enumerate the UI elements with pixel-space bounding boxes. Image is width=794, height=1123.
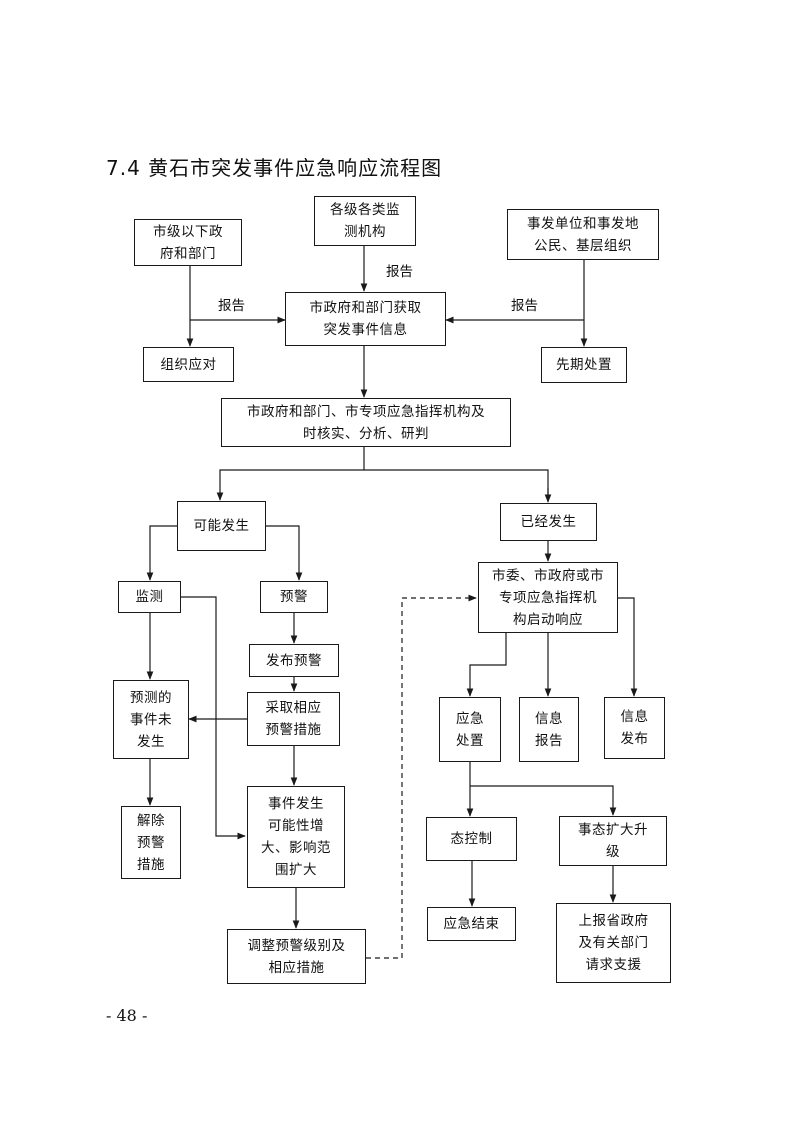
edge-start-to-disposal [466,633,507,697]
edge-may-to-monitoring [146,525,177,581]
node-city-below: 市级以下政 府和部门 [134,219,242,266]
label-report-top: 报告 [386,264,413,280]
node-occurred: 已经发生 [500,503,597,541]
node-publish-warning: 发布预警 [249,644,339,677]
edge-adjust-to-start-dashed [366,594,477,959]
node-predicted-not-occur: 预测的 事件未 发生 [113,680,189,759]
node-situation-escalate: 事态扩大升 级 [559,816,667,866]
label-report-left: 报告 [218,298,245,314]
node-early-warning: 预警 [260,581,328,613]
node-lift-warning: 解除 预警 措施 [121,806,181,879]
node-info-release: 信息 发布 [604,697,665,759]
edge-monitoring-to-increase [181,596,246,840]
node-org-response: 组织应对 [143,347,234,382]
node-early-disposal: 先期处置 [541,347,627,383]
page-title: 7.4 黄石市突发事件应急响应流程图 [106,156,443,180]
node-incident-units: 事发单位和事发地 公民、基层组织 [507,209,659,260]
node-possibility-increase: 事件发生 可能性增 大、影响范 围扩大 [247,786,345,888]
node-may-occur: 可能发生 [177,501,266,551]
edge-may-to-warning [266,525,303,581]
node-emergency-end: 应急结束 [427,907,516,941]
node-info-acquire: 市政府和部门获取 突发事件信息 [285,292,446,346]
node-monitoring: 监测 [118,581,181,613]
node-emergency-disposal: 应急 处置 [439,697,501,762]
node-take-measures: 采取相应 预警措施 [247,692,340,746]
node-adjust-level: 调整预警级别及 相应措施 [227,929,366,984]
label-report-right: 报告 [511,298,538,314]
node-start-response: 市委、市政府或市 专项应急指挥机 构启动响应 [478,562,618,633]
node-monitor-agencies: 各级各类监 测机构 [314,196,416,246]
page-number: - 48 - [106,1006,148,1025]
edge-start-to-release [618,597,638,697]
edge-verify-split [216,447,365,501]
edge-disposal-to-escalate [470,785,617,816]
node-report-province: 上报省政府 及有关部门 请求支援 [556,903,671,983]
node-situation-control: 态控制 [426,817,517,861]
edge-verify-to-occurred [364,469,549,500]
node-info-report: 信息 报告 [519,697,579,762]
node-verify-analyze: 市政府和部门、市专项应急指挥机构及 时核实、分析、研判 [221,398,511,447]
